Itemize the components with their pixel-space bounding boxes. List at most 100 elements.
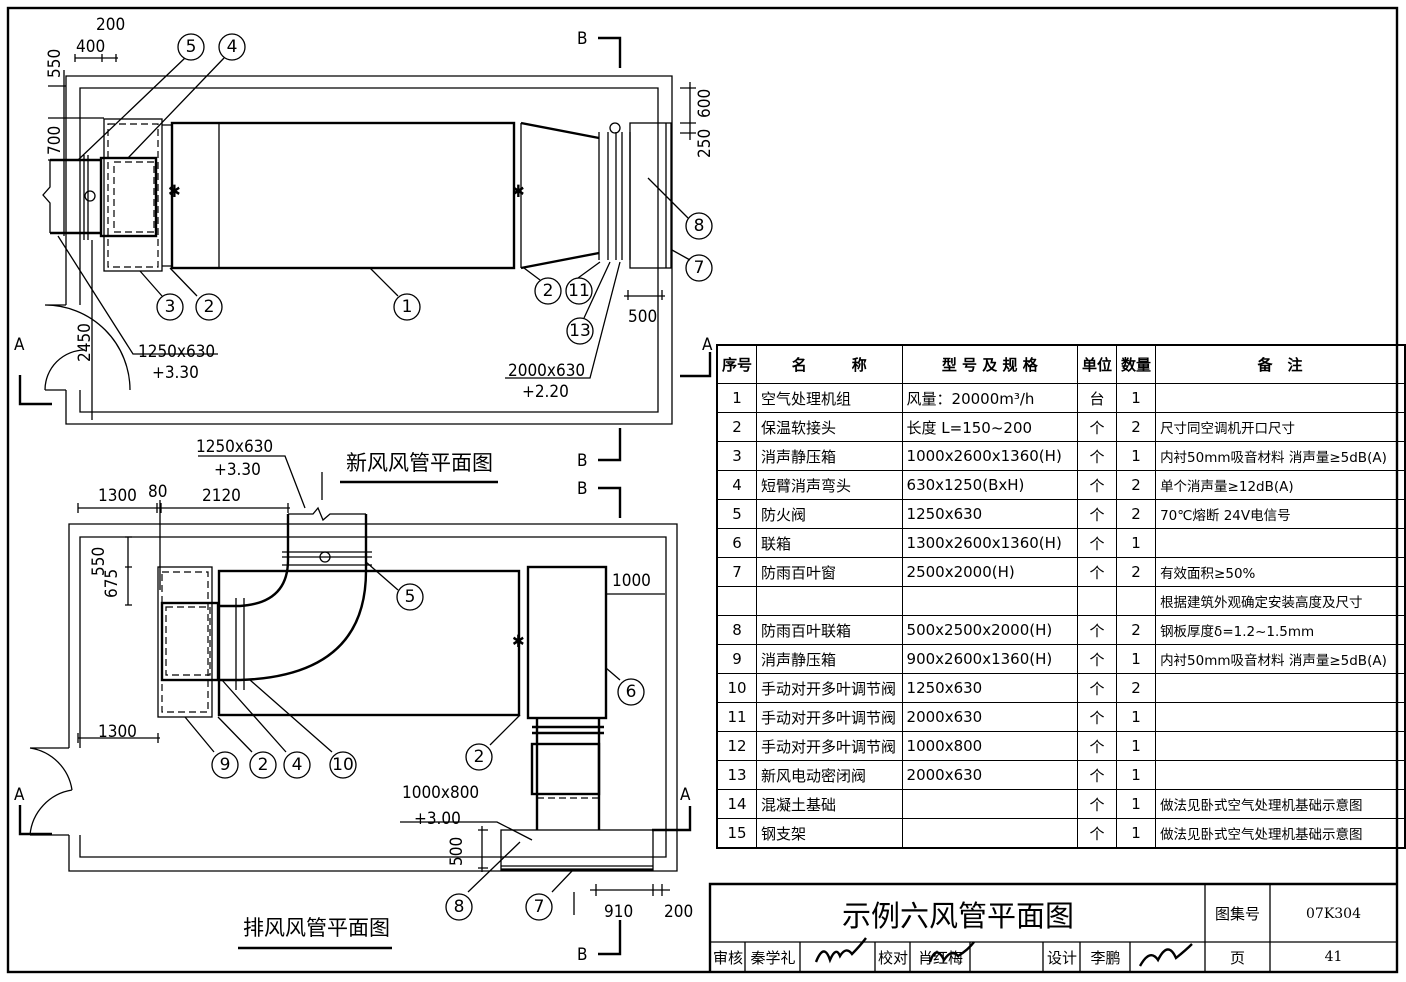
callout: 2: [534, 277, 562, 305]
table-cell: 11: [716, 702, 758, 732]
svg-text:11: 11: [568, 281, 590, 301]
table-cell: 保温软接头: [756, 412, 903, 442]
svg-text:✱: ✱: [512, 632, 525, 652]
dim-700: 700: [45, 126, 65, 155]
table-cell: 1: [1116, 441, 1157, 471]
table-cell: 1: [1116, 760, 1157, 790]
dim-550: 550: [45, 49, 65, 78]
table-cell: 个: [1077, 731, 1118, 761]
table-cell: 1: [1116, 731, 1157, 761]
table-cell: 个: [1077, 557, 1118, 587]
dim-500: 500: [447, 837, 467, 866]
atlas-no-label: 图集号: [1214, 905, 1260, 923]
transition: [520, 121, 600, 270]
fresh-air-duct: [50, 158, 101, 235]
dim-1000: 1000: [612, 571, 651, 591]
callouts: 5 6 2 9 2 4 10 8 7: [211, 583, 645, 921]
table-cell: 1: [1116, 702, 1157, 732]
table-cell: 消声静压箱: [756, 644, 903, 674]
table-cell: 2: [716, 412, 758, 442]
table-cell: 1300x2600x1360(H): [901, 528, 1079, 558]
exhaust-duct-vertical: [532, 718, 604, 830]
duct-size: 1250x630: [196, 437, 273, 457]
callout: 2: [249, 751, 277, 779]
duct-elevation: +3.00: [414, 809, 461, 829]
table-cell: 630x1250(BxH): [901, 470, 1079, 500]
callout: 11: [565, 277, 593, 305]
table-cell: 个: [1077, 760, 1118, 790]
svg-text:4: 4: [292, 755, 303, 775]
table-cell: 防雨百叶窗: [756, 557, 903, 587]
dim-2120: 2120: [202, 486, 241, 506]
page-label: 页: [1229, 948, 1245, 967]
table-cell: 2: [1116, 557, 1157, 587]
table-cell: 9: [716, 644, 758, 674]
table-cell: 有效面积≥50%: [1155, 557, 1406, 587]
page-number: 41: [1324, 949, 1343, 965]
table-cell: [901, 818, 1079, 849]
table-cell: 个: [1077, 441, 1118, 471]
dim-910: 910: [604, 902, 633, 922]
table-cell: 消声静压箱: [756, 441, 903, 471]
svg-text:7: 7: [534, 897, 545, 917]
table-cell: 13: [716, 760, 758, 790]
table-cell: 做法见卧式空气处理机基础示意图: [1155, 789, 1406, 819]
svg-text:2: 2: [204, 297, 215, 317]
table-cell: 空气处理机组: [756, 383, 903, 413]
column-header: 备 注: [1155, 344, 1406, 384]
review-label: 审核: [712, 948, 743, 967]
table-cell: 5: [716, 499, 758, 529]
table-header: 序号名 称型 号 及 规 格单位数量备 注: [716, 344, 1406, 384]
svg-text:4: 4: [227, 37, 238, 57]
table-cell: 联箱: [756, 528, 903, 558]
table-cell: 钢板厚度δ=1.2~1.5mm: [1155, 615, 1406, 645]
table-cell: 1250x630: [901, 499, 1079, 529]
table-cell: 2: [1116, 470, 1157, 500]
svg-text:A: A: [14, 335, 25, 355]
table-cell: 个: [1077, 789, 1118, 819]
table-cell: 1000x2600x1360(H): [901, 441, 1079, 471]
table-cell: 1: [1116, 644, 1157, 674]
callout: 5: [396, 583, 424, 611]
callout: 2: [465, 743, 493, 771]
drawing-title: 示例六风管平面图: [841, 898, 1074, 933]
table-row: 根据建筑外观确定安装高度及尺寸: [716, 586, 1406, 616]
svg-text:1: 1: [402, 297, 413, 317]
callout: 7: [525, 893, 553, 921]
table-cell: 内衬50mm吸音材料 消声量≥5dB(A): [1155, 644, 1406, 674]
dim-250: 250: [695, 129, 715, 158]
dim-1300: 1300: [98, 486, 137, 506]
table-cell: 3: [716, 441, 758, 471]
duct-elevation: +2.20: [522, 382, 569, 402]
svg-text:8: 8: [454, 897, 465, 917]
check-label: 校对: [877, 948, 908, 967]
table-cell: 15: [716, 818, 758, 849]
atlas-no: 07K304: [1306, 905, 1361, 922]
callouts: 5 4 3 2 1 2 11 13 8 7: [156, 33, 713, 345]
callout: 5: [177, 33, 205, 61]
table-cell: 内衬50mm吸音材料 消声量≥5dB(A): [1155, 441, 1406, 471]
table-cell: 1: [716, 383, 758, 413]
table-cell: [1116, 586, 1157, 616]
svg-text:3: 3: [165, 297, 176, 317]
dim-1300: 1300: [98, 722, 137, 742]
callout: 10: [329, 751, 357, 779]
duct-size: 2000x630: [508, 361, 585, 381]
exhaust-elbow: [219, 514, 368, 682]
table-cell: 14: [716, 789, 758, 819]
design-label: 设计: [1046, 948, 1077, 967]
flex-joint: [162, 124, 172, 267]
fire-damper: [83, 155, 89, 240]
plan-title: 新风风管平面图: [346, 451, 493, 475]
dim-675: 675: [102, 569, 122, 598]
table-cell: 个: [1077, 470, 1118, 500]
svg-text:B: B: [577, 945, 588, 965]
table-cell: 防火阀: [756, 499, 903, 529]
table-cell: 长度 L=150~200: [901, 412, 1079, 442]
table-cell: 单个消声量≥12dB(A): [1155, 470, 1406, 500]
